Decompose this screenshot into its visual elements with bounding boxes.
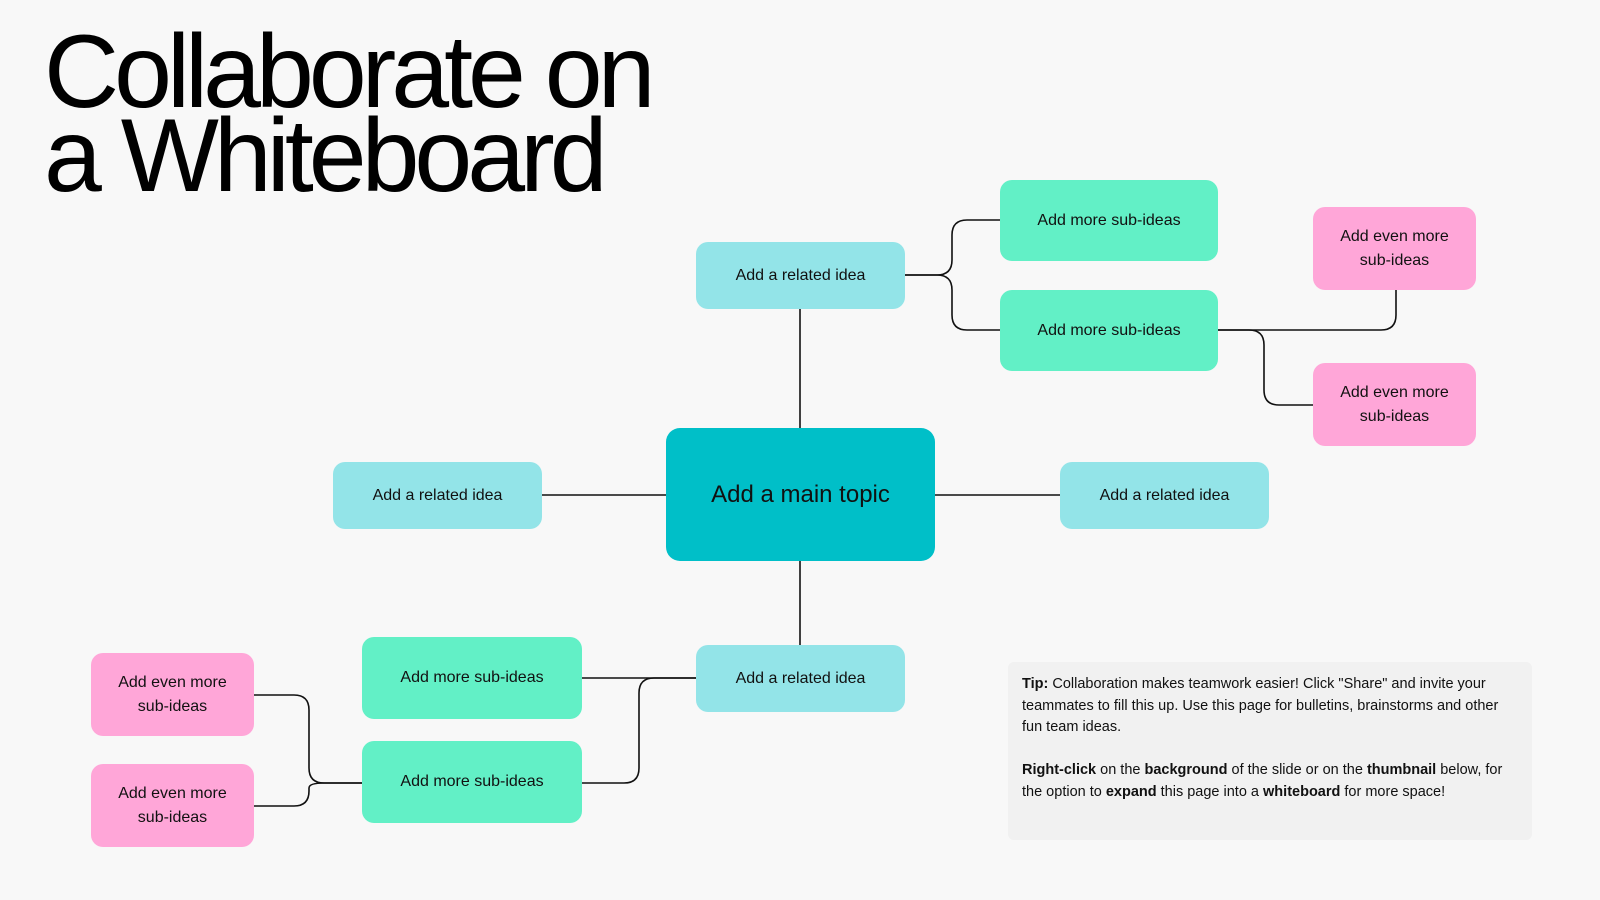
even-more-right-lower[interactable]: Add even more sub-ideas xyxy=(1313,363,1476,446)
tip-text: this page into a xyxy=(1156,783,1264,800)
related-idea-label: Add a related idea xyxy=(735,669,866,687)
sub-idea-label: Add more sub-ideas xyxy=(400,669,544,686)
page-title: Collaborate on a Whiteboard xyxy=(44,14,655,214)
even-more-right-upper[interactable]: Add even more sub-ideas xyxy=(1313,207,1476,290)
connector-top-to-sub-lower xyxy=(905,274,1000,331)
connector-sub-to-even-lower xyxy=(1218,329,1313,406)
sub-idea-label: Add more sub-ideas xyxy=(400,773,544,790)
related-idea-bottom[interactable]: Add a related idea xyxy=(696,645,905,712)
even-more-line-2: sub-ideas xyxy=(1359,251,1430,269)
connector-sub-to-even-upper xyxy=(1218,290,1397,331)
even-more-line-2: sub-ideas xyxy=(137,697,208,715)
tip-text: below, for the option to xyxy=(1022,762,1503,800)
tip-paragraph-2: Right-click on the background of the sli… xyxy=(1022,760,1518,803)
tip-text: on the xyxy=(1096,762,1145,778)
even-more-line-1: Add even more xyxy=(1340,383,1449,401)
connector-bottom-to-sub-lower xyxy=(582,677,696,784)
sub-idea-label: Add more sub-ideas xyxy=(1037,211,1181,229)
related-idea-right[interactable]: Add a related idea xyxy=(1060,462,1269,529)
related-idea-label: Add a related idea xyxy=(372,486,503,504)
title-line-1: Collaborate on xyxy=(44,14,655,130)
even-more-line-1: Add even more xyxy=(1340,227,1449,245)
tip-label: Tip: xyxy=(1022,676,1049,692)
related-idea-top[interactable]: Add a related idea xyxy=(696,242,905,309)
tip-expand: expand xyxy=(1105,783,1157,800)
tip-text: of the slide or on the xyxy=(1227,762,1367,778)
sub-idea-bottom-upper[interactable]: Add more sub-ideas xyxy=(362,637,582,719)
even-more-line-2: sub-ideas xyxy=(1359,407,1430,425)
even-more-line-1: Add even more xyxy=(118,673,227,691)
tip-paragraph-1: Tip: Collaboration makes teamwork easier… xyxy=(1022,674,1518,739)
related-idea-label: Add a related idea xyxy=(735,266,866,284)
sub-idea-label: Add more sub-ideas xyxy=(1037,321,1181,339)
sub-idea-bottom-lower[interactable]: Add more sub-ideas xyxy=(362,741,582,823)
tip-whiteboard: whiteboard xyxy=(1263,783,1341,800)
connector-sub-to-even-left-upper xyxy=(254,694,362,784)
even-more-line-1: Add even more xyxy=(118,784,227,802)
tip-text: Collaboration makes teamwork easier! Cli… xyxy=(1022,676,1499,735)
tip-text: for more space! xyxy=(1340,783,1446,800)
sub-idea-top-lower[interactable]: Add more sub-ideas xyxy=(1000,290,1218,371)
even-more-left-upper[interactable]: Add even more sub-ideas xyxy=(91,653,254,736)
connector-top-to-sub-upper xyxy=(905,219,1000,276)
even-more-line-2: sub-ideas xyxy=(137,808,208,826)
sub-idea-top-upper[interactable]: Add more sub-ideas xyxy=(1000,180,1218,261)
connector-sub-to-even-left-lower xyxy=(254,782,362,807)
title-line-2: a Whiteboard xyxy=(44,98,608,214)
related-idea-label: Add a related idea xyxy=(1099,486,1230,504)
related-idea-left[interactable]: Add a related idea xyxy=(333,462,542,529)
tip-box: Tip: Collaboration makes teamwork easier… xyxy=(1008,662,1532,840)
main-topic-label: Add a main topic xyxy=(711,480,890,508)
tip-thumbnail: thumbnail xyxy=(1366,762,1437,778)
even-more-left-lower[interactable]: Add even more sub-ideas xyxy=(91,764,254,847)
tip-background: background xyxy=(1144,762,1228,778)
main-topic-node[interactable]: Add a main topic xyxy=(666,428,935,561)
tip-right-click: Right-click xyxy=(1022,762,1097,778)
